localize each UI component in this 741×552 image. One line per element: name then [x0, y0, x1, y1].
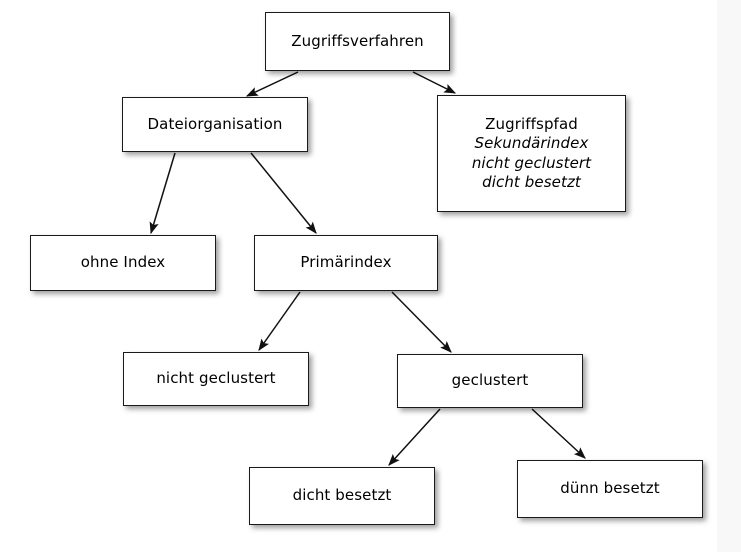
- node-zugriffsverfahren[interactable]: Zugriffsverfahren: [265, 12, 450, 71]
- node-nicht-geclustert-line-1: nicht geclustert: [156, 369, 276, 388]
- edge-dateiorganisation-primaerindex: [250, 152, 317, 234]
- edge-primaerindex-geclustert: [391, 291, 452, 353]
- node-dateiorganisation[interactable]: Dateiorganisation: [122, 97, 308, 152]
- node-dicht-besetzt[interactable]: dicht besetzt: [249, 467, 435, 525]
- node-dicht-besetzt-line-1: dicht besetzt: [292, 486, 392, 505]
- node-nicht-geclustert[interactable]: nicht geclustert: [123, 352, 309, 406]
- page-right-margin-strip: [717, 0, 741, 552]
- node-geclustert-line-1: geclustert: [451, 371, 529, 390]
- node-zugriffspfad-line-1: Zugriffspfad: [485, 115, 578, 134]
- node-zugriffspfad-line-3: nicht geclustert: [471, 153, 592, 172]
- edge-geclustert-duenn-besetzt: [531, 408, 586, 459]
- edge-primaerindex-nicht-geclustert: [258, 291, 301, 351]
- node-ohne-index[interactable]: ohne Index: [30, 235, 216, 291]
- node-zugriffspfad-line-2: Sekundärindex: [474, 134, 589, 153]
- edge-geclustert-dicht-besetzt: [388, 408, 441, 466]
- node-dateiorganisation-line-1: Dateiorganisation: [147, 114, 283, 133]
- diagram-edges: [149, 71, 586, 466]
- edge-zugriffsverfahren-zugriffspfad: [412, 71, 457, 94]
- node-primaerindex[interactable]: Primärindex: [254, 235, 438, 291]
- node-geclustert[interactable]: geclustert: [397, 354, 583, 408]
- node-duenn-besetzt-line-1: dünn besetzt: [560, 479, 660, 498]
- node-ohne-index-line-1: ohne Index: [80, 253, 166, 272]
- node-zugriffspfad-line-4: dicht besetzt: [482, 172, 581, 191]
- node-primaerindex-line-1: Primärindex: [300, 253, 392, 272]
- node-zugriffsverfahren-line-1: Zugriffsverfahren: [291, 31, 424, 50]
- edge-dateiorganisation-ohne-index: [149, 152, 176, 235]
- node-duenn-besetzt[interactable]: dünn besetzt: [517, 460, 703, 518]
- edge-zugriffsverfahren-dateiorganisation: [245, 71, 299, 97]
